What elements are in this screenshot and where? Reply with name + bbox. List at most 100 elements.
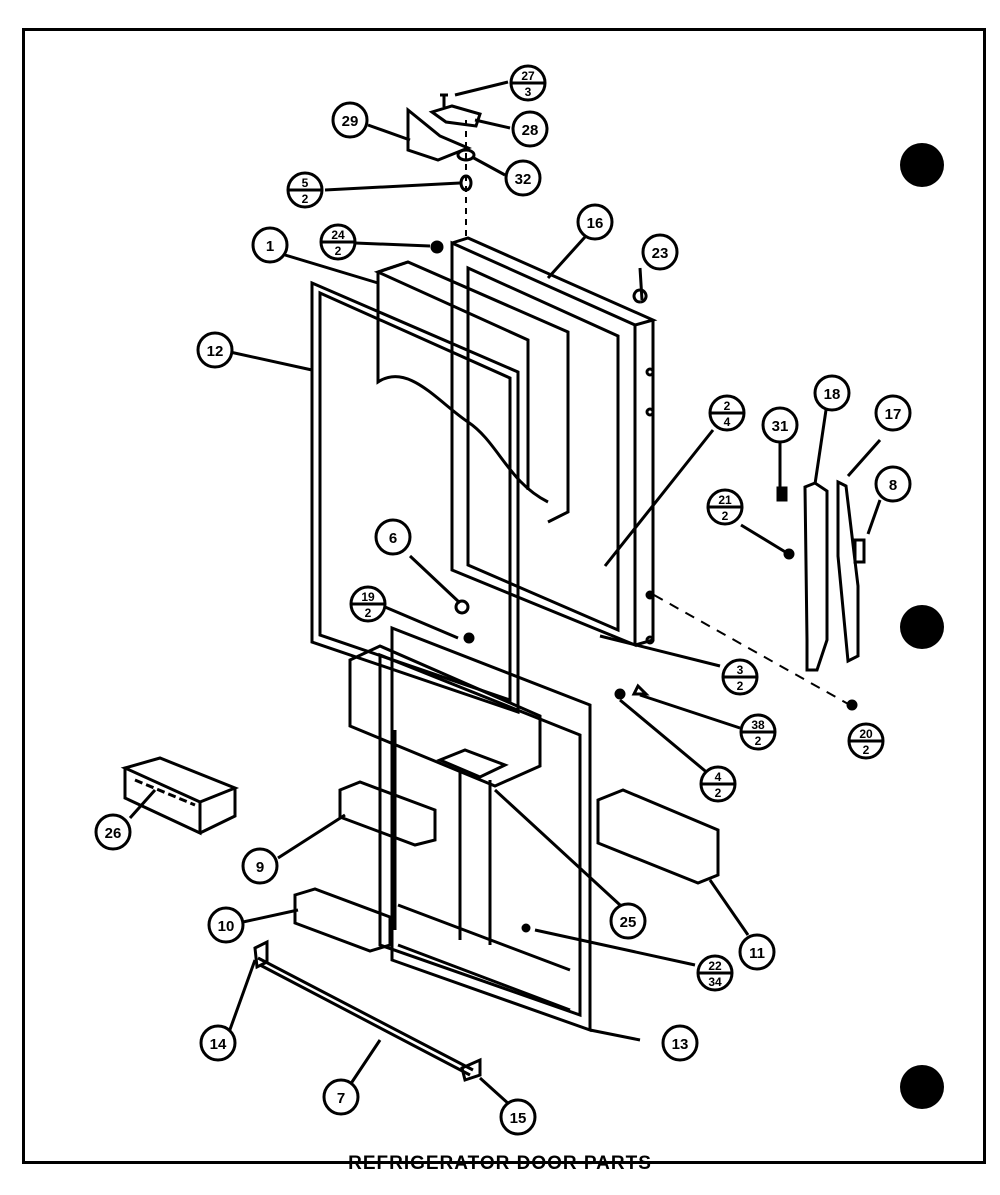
callout-number: 34 — [708, 975, 722, 989]
callout-7: 7 — [322, 1078, 360, 1116]
callout-circle — [94, 813, 132, 851]
callout-circle — [331, 101, 369, 139]
callout-number: 8 — [889, 477, 897, 494]
callout-number: 17 — [885, 406, 902, 423]
callout-number: 2 — [335, 244, 342, 258]
callout-26: 26 — [94, 813, 132, 851]
callout-20-2: 202 — [847, 722, 885, 760]
parts-drawing — [120, 93, 866, 1082]
callout-24-2: 242 — [319, 223, 357, 261]
binder-hole — [900, 1065, 944, 1109]
callout-23: 23 — [641, 233, 679, 271]
callout-circle — [504, 159, 542, 197]
callout-15: 15 — [499, 1098, 537, 1136]
callout-number: 2 — [302, 192, 309, 206]
callout-number: 2 — [737, 679, 744, 693]
callout-number: 7 — [337, 1090, 345, 1107]
binder-hole — [900, 143, 944, 187]
callout-number: 24 — [331, 228, 345, 242]
handle-assembly — [653, 479, 866, 711]
callout-13: 13 — [661, 1024, 699, 1062]
callout-number: 27 — [521, 69, 535, 83]
callout-28: 28 — [511, 110, 549, 148]
callout-number: 38 — [751, 718, 765, 732]
callout-2-4: 24 — [708, 394, 746, 432]
callout-circle — [374, 518, 412, 556]
door-bin — [120, 756, 240, 836]
callout-number: 19 — [361, 590, 375, 604]
callout-number: 18 — [824, 386, 841, 403]
callout-number: 23 — [652, 245, 669, 262]
callout-number: 2 — [365, 606, 372, 620]
callout-38-2: 382 — [739, 713, 777, 751]
callout-32: 32 — [504, 159, 542, 197]
callout-6: 6 — [374, 518, 412, 556]
callout-circle — [738, 933, 776, 971]
callout-11: 11 — [738, 933, 776, 971]
callout-9: 9 — [241, 847, 279, 885]
callout-number: 13 — [672, 1036, 689, 1053]
callout-number: 2 — [724, 399, 731, 413]
callout-number: 3 — [525, 85, 532, 99]
diagram-border — [22, 28, 986, 1164]
callout-number: 14 — [210, 1036, 227, 1053]
callout-circle — [661, 1024, 699, 1062]
door-bar — [257, 956, 474, 1077]
callout-number: 12 — [207, 343, 224, 360]
callout-number: 25 — [620, 914, 637, 931]
callout-circle — [813, 374, 851, 412]
callout-29: 29 — [331, 101, 369, 139]
callout-number: 10 — [218, 918, 235, 935]
diagram-title: REFRIGERATOR DOOR PARTS — [348, 1153, 652, 1174]
callout-circle — [609, 902, 647, 940]
callout-number: 2 — [722, 509, 729, 523]
callout-number: 4 — [715, 770, 722, 784]
callout-number: 3 — [737, 663, 744, 677]
door-shelf — [338, 780, 437, 847]
callout-12: 12 — [196, 331, 234, 369]
door-trim — [596, 788, 720, 885]
outer-door-panel — [450, 236, 658, 648]
callout-number: 11 — [749, 945, 765, 962]
callout-25: 25 — [609, 902, 647, 940]
callout-circle — [251, 226, 289, 264]
callout-17: 17 — [874, 394, 912, 432]
callout-circle — [761, 406, 799, 444]
callout-19-2: 192 — [349, 585, 387, 623]
callout-circle — [199, 1024, 237, 1062]
callout-number: 2 — [715, 786, 722, 800]
callout-number: 5 — [302, 176, 309, 190]
callout-number: 31 — [772, 418, 789, 435]
callout-circle — [511, 110, 549, 148]
inner-door-liner — [348, 625, 592, 1033]
callout-circle — [322, 1078, 360, 1116]
callout-number: 32 — [515, 171, 532, 188]
callout-circle — [874, 394, 912, 432]
callout-4-2: 42 — [699, 765, 737, 803]
callout-16: 16 — [576, 203, 614, 241]
callout-3-2: 32 — [721, 658, 759, 696]
callout-number: 28 — [522, 122, 539, 139]
callout-circle — [874, 465, 912, 503]
callout-1: 1 — [251, 226, 289, 264]
callout-circle — [641, 233, 679, 271]
callout-number: 20 — [859, 727, 873, 741]
callout-number: 2 — [863, 743, 870, 757]
callout-number: 1 — [266, 238, 274, 255]
callout-circle — [576, 203, 614, 241]
callout-number: 15 — [510, 1110, 527, 1127]
callout-number: 16 — [587, 215, 604, 232]
door-shelf-lower — [293, 887, 392, 953]
callout-8: 8 — [874, 465, 912, 503]
callout-number: 4 — [724, 415, 731, 429]
callout-number: 2 — [755, 734, 762, 748]
callout-number: 29 — [342, 113, 359, 130]
callout-27-3: 273 — [509, 64, 547, 102]
callout-number: 26 — [105, 825, 122, 842]
hinge-assembly — [406, 93, 482, 254]
callout-31: 31 — [761, 406, 799, 444]
callout-circle — [499, 1098, 537, 1136]
